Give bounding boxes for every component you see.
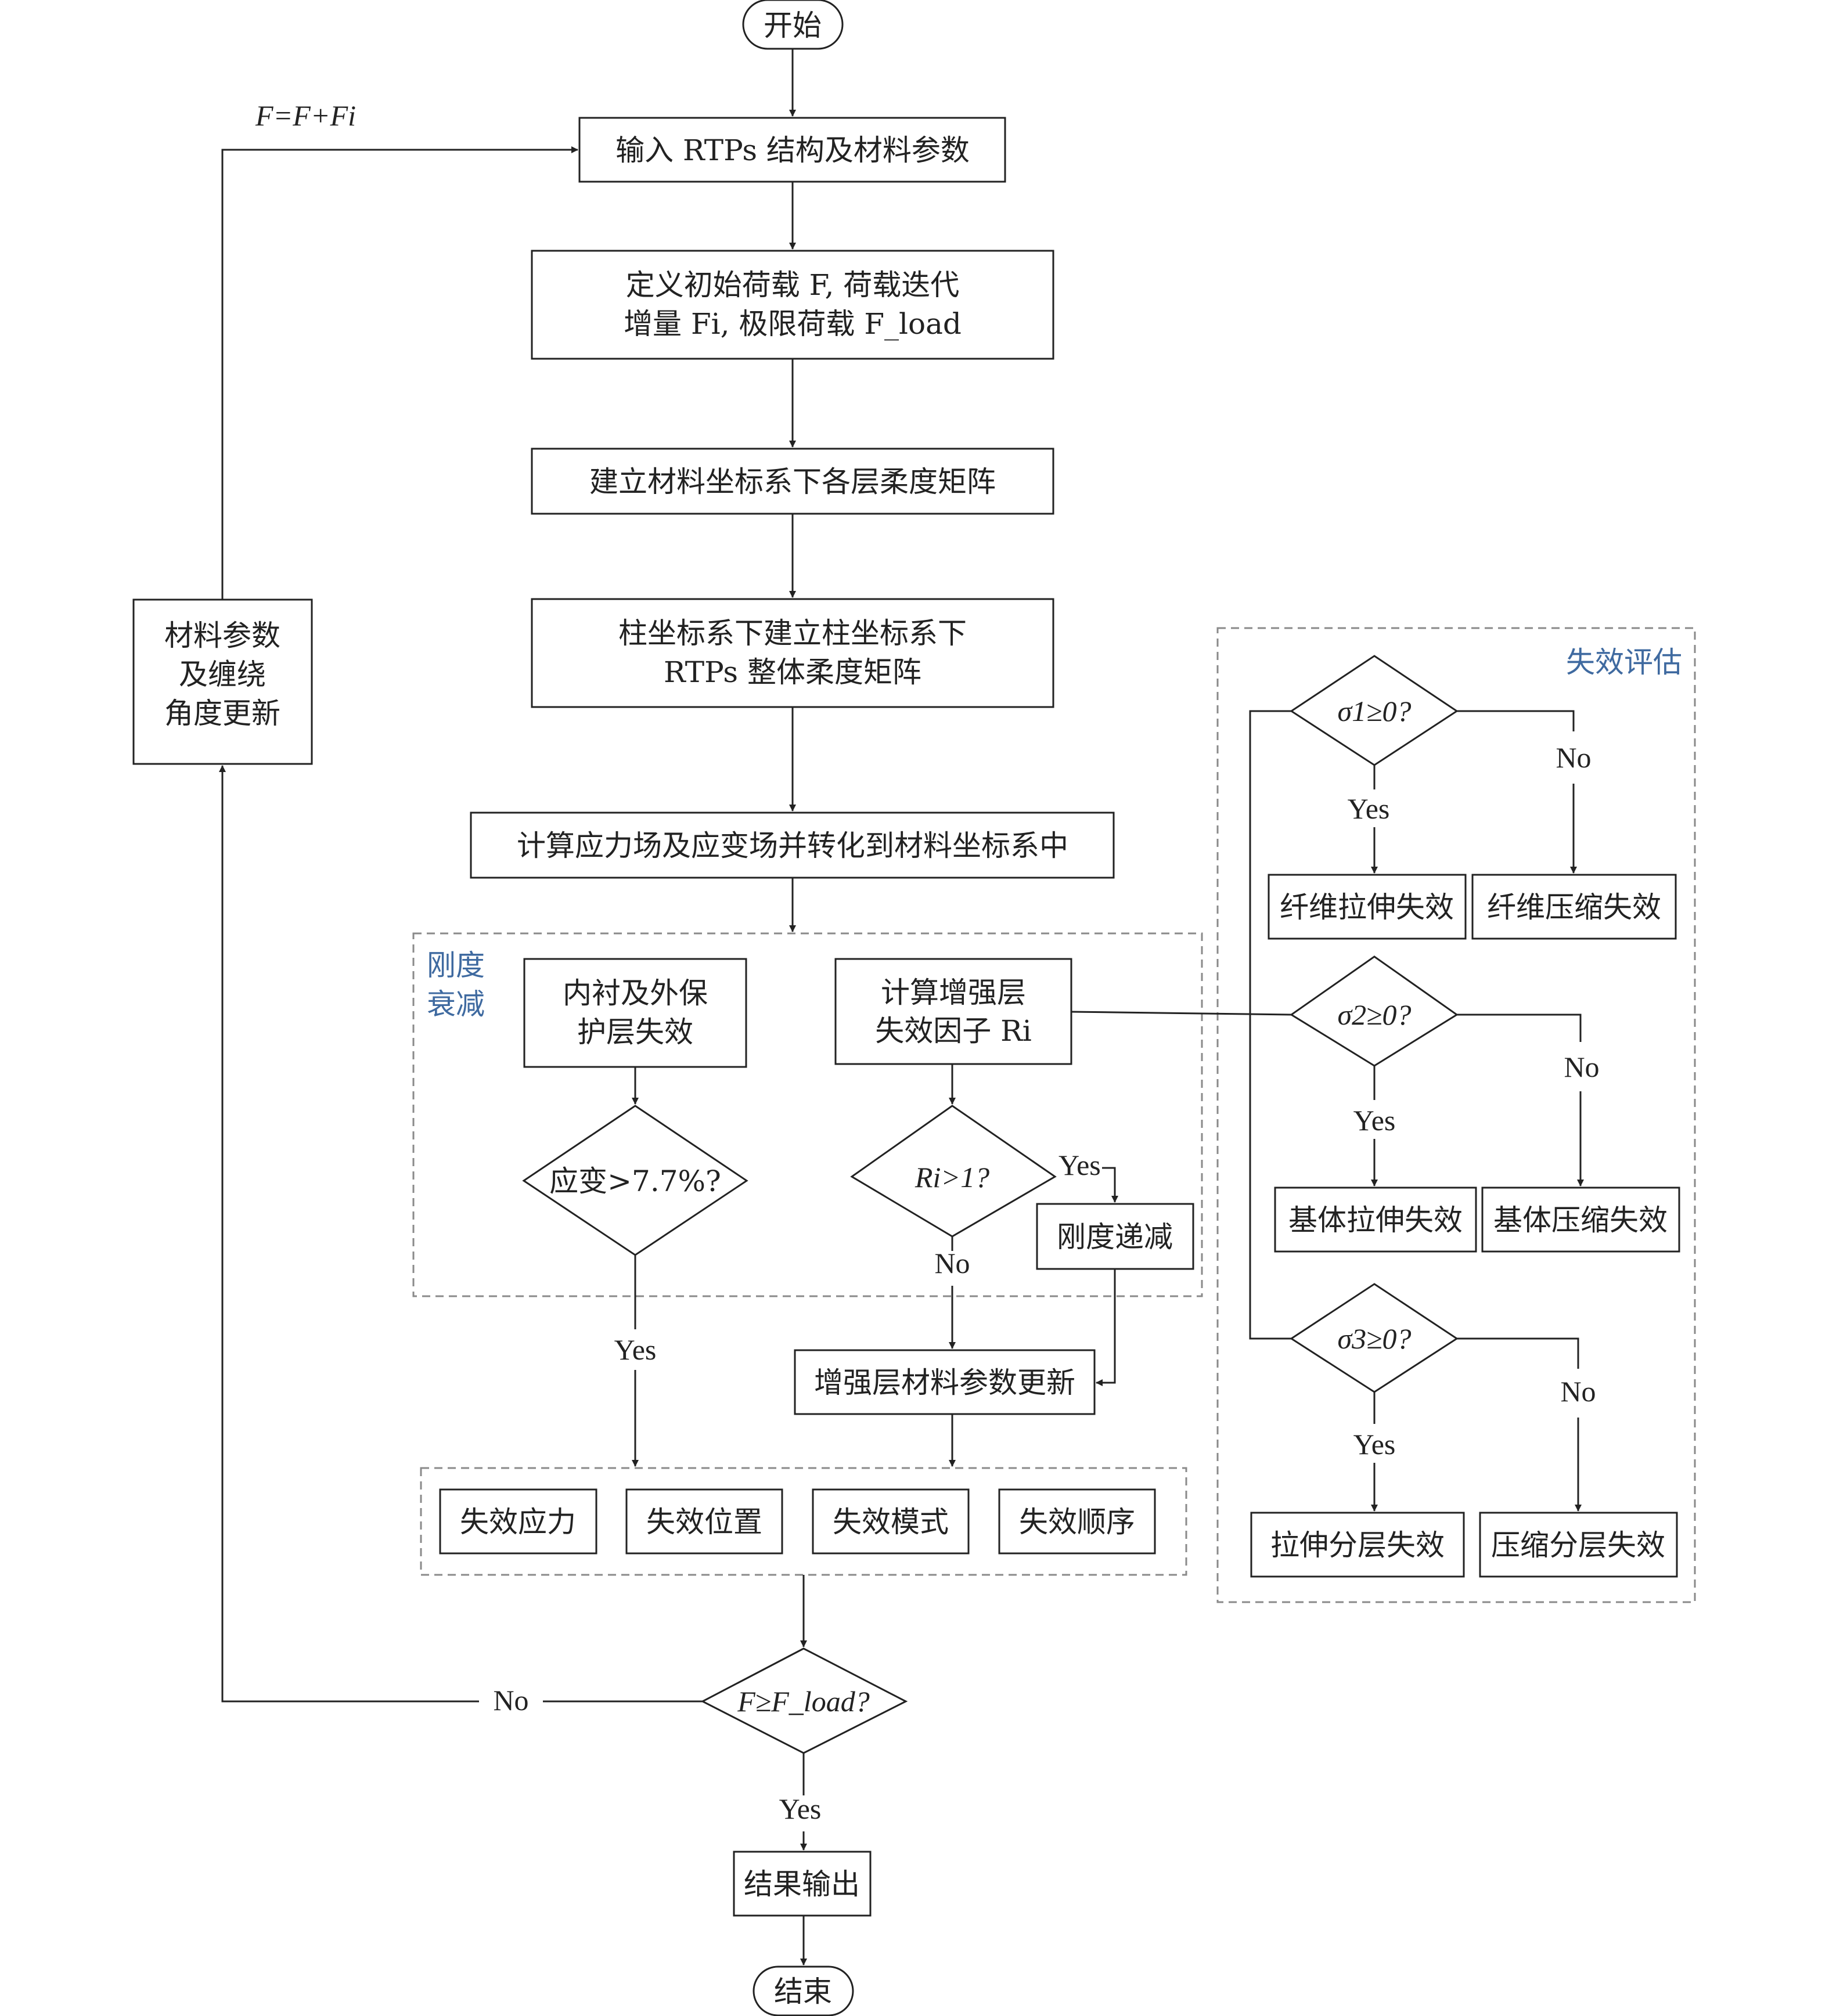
result-failure-order-label: 失效顺序: [1019, 1505, 1135, 1539]
strain-yes-label: Yes: [614, 1333, 657, 1366]
start-label: 开始: [764, 9, 822, 42]
fiber-tension-label: 纤维拉伸失效: [1280, 890, 1454, 924]
define-load-box: [531, 250, 1054, 360]
cylindrical-compliance-line2: RTPs 整体柔度矩阵: [664, 655, 921, 689]
cylindrical-compliance-box: [531, 598, 1054, 708]
result-failure-location-label: 失效位置: [646, 1505, 762, 1539]
connectors: [219, 49, 1584, 1965]
material-compliance-label: 建立材料坐标系下各层柔度矩阵: [589, 465, 996, 499]
update-params-line3: 角度更新: [164, 697, 280, 730]
sigma1-label: σ1≥0?: [1337, 695, 1411, 727]
update-params-box: [132, 598, 313, 765]
results-group: [420, 1467, 1187, 1576]
sigma3-label: σ3≥0?: [1337, 1322, 1411, 1355]
matrix-compression-box: [1481, 1186, 1680, 1253]
update-params-line2: 及缠绕: [179, 658, 266, 691]
result-failure-location-box: [625, 1488, 783, 1555]
update-params-line1: 材料参数: [164, 619, 280, 652]
result-failure-stress-box: [439, 1488, 597, 1555]
material-compliance-box: [531, 448, 1054, 515]
output-label: 结果输出: [744, 1867, 860, 1901]
liner-failure-line2: 护层失效: [577, 1015, 693, 1049]
ri-no-label: No: [934, 1247, 970, 1279]
calc-factor-box: [834, 958, 1072, 1065]
sigma1-yes-label: Yes: [1348, 792, 1390, 825]
calc-factor-line1: 计算增强层: [881, 976, 1026, 1009]
result-failure-stress-label: 失效应力: [460, 1505, 576, 1539]
define-load-line2: 增量 Fi, 极限荷载 F_load: [624, 307, 962, 341]
ri-yes-label: Yes: [1058, 1149, 1101, 1181]
cylindrical-compliance-line1: 柱坐标系下建立柱坐标系下: [618, 616, 967, 650]
matrix-compression-label: 基体压缩失效: [1493, 1203, 1668, 1237]
calc-factor-line2: 失效因子 Ri: [875, 1014, 1032, 1048]
matrix-tension-label: 基体拉伸失效: [1288, 1203, 1463, 1237]
failure-evaluation-group: [1216, 627, 1696, 1603]
stiffness-group-title-line1: 刚度: [427, 949, 485, 982]
ri-check-label: Ri>1?: [914, 1161, 989, 1193]
result-failure-order-box: [998, 1488, 1156, 1555]
result-failure-mode-box: [812, 1488, 970, 1555]
fiber-compression-label: 纤维压缩失效: [1487, 890, 1661, 924]
stiffness-reduction-box: [1036, 1203, 1194, 1270]
delam-tension-label: 拉伸分层失效: [1270, 1528, 1445, 1562]
output-box: [733, 1851, 872, 1917]
reinforce-update-box: [794, 1349, 1096, 1415]
sigma1-no-label: No: [1556, 741, 1591, 774]
delam-tension-box: [1250, 1512, 1465, 1578]
delam-compression-label: 压缩分层失效: [1491, 1528, 1665, 1562]
matrix-tension-box: [1274, 1186, 1477, 1253]
sigma2-yes-label: Yes: [1353, 1104, 1396, 1137]
result-failure-mode-label: 失效模式: [833, 1505, 949, 1539]
stiffness-group-title-line2: 衰减: [427, 987, 485, 1021]
input-params-label: 输入 RTPs 结构及材料参数: [615, 134, 970, 167]
loop-increment-label: F=F+Fi: [255, 99, 356, 132]
end-terminal: [753, 1965, 854, 2016]
load-no-label: No: [493, 1684, 528, 1716]
stiffness-reduction-label: 刚度递减: [1057, 1220, 1173, 1254]
strain-check-label: 应变>7.7%?: [549, 1164, 721, 1198]
fiber-tension-box: [1268, 874, 1467, 940]
load-yes-label: Yes: [779, 1793, 822, 1825]
liner-failure-line1: 内衬及外保: [563, 976, 708, 1010]
stress-strain-label: 计算应力场及应变场并转化到材料坐标系中: [517, 829, 1068, 863]
load-check-label: F≥F_load?: [737, 1685, 869, 1718]
define-load-line1: 定义初始荷载 F, 荷载迭代: [626, 268, 960, 302]
end-label: 结束: [774, 1975, 832, 2008]
fiber-compression-box: [1471, 874, 1677, 940]
sigma3-no-label: No: [1560, 1375, 1596, 1408]
stiffness-degradation-group: [412, 932, 1203, 1297]
evaluation-group-title: 失效评估: [1566, 645, 1682, 679]
sigma2-label: σ2≥0?: [1337, 998, 1411, 1031]
sigma3-yes-label: Yes: [1353, 1428, 1396, 1460]
reinforce-update-label: 增强层材料参数更新: [814, 1366, 1075, 1400]
sigma2-no-label: No: [1564, 1051, 1599, 1083]
delam-compression-box: [1479, 1512, 1678, 1578]
liner-failure-box: [523, 958, 747, 1068]
stress-strain-box: [470, 812, 1115, 879]
input-params-box: [578, 117, 1006, 183]
